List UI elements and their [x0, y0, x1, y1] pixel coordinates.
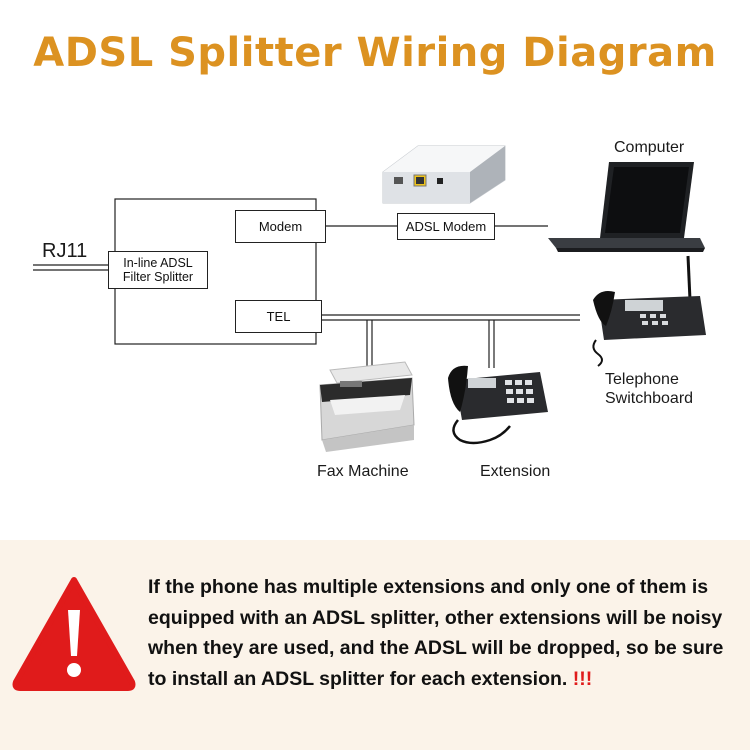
page-title: ADSL Splitter Wiring Diagram — [33, 30, 717, 76]
wiring-diagram — [33, 145, 706, 452]
fax-machine-label: Fax Machine — [317, 463, 409, 480]
splitter-label: In-line ADSL Filter Splitter — [122, 256, 194, 284]
fax-machine-image — [319, 361, 415, 452]
tel-port-label: TEL — [266, 309, 291, 324]
warning-panel — [0, 540, 750, 750]
telephone-label-line1: Telephone — [605, 371, 679, 388]
extension-label: Extension — [480, 463, 551, 480]
warning-triangle-icon — [12, 577, 136, 691]
rj11-label: RJ11 — [42, 240, 88, 262]
warning-text: If the phone has multiple extensions and… — [148, 576, 724, 690]
extension-phone-image — [448, 365, 548, 445]
warning-message: If the phone has multiple extensions and… — [148, 572, 738, 694]
modem-port-box: Modem — [235, 210, 326, 243]
computer-label: Computer — [614, 139, 685, 156]
telephone-label-line2: Switchboard — [605, 390, 694, 407]
laptop-image — [548, 162, 705, 252]
modem-device-image — [382, 145, 506, 204]
tel-port-box: TEL — [235, 300, 322, 333]
adsl-modem-box: ADSL Modem — [397, 213, 495, 240]
splitter-box: In-line ADSL Filter Splitter — [108, 251, 208, 289]
telephone-image — [592, 255, 706, 367]
warning-exclamation: !!! — [572, 667, 593, 690]
modem-port-label: Modem — [258, 219, 303, 234]
adsl-modem-label: ADSL Modem — [405, 219, 487, 234]
telephone-switchboard-label: Telephone Switchboard — [605, 370, 715, 408]
